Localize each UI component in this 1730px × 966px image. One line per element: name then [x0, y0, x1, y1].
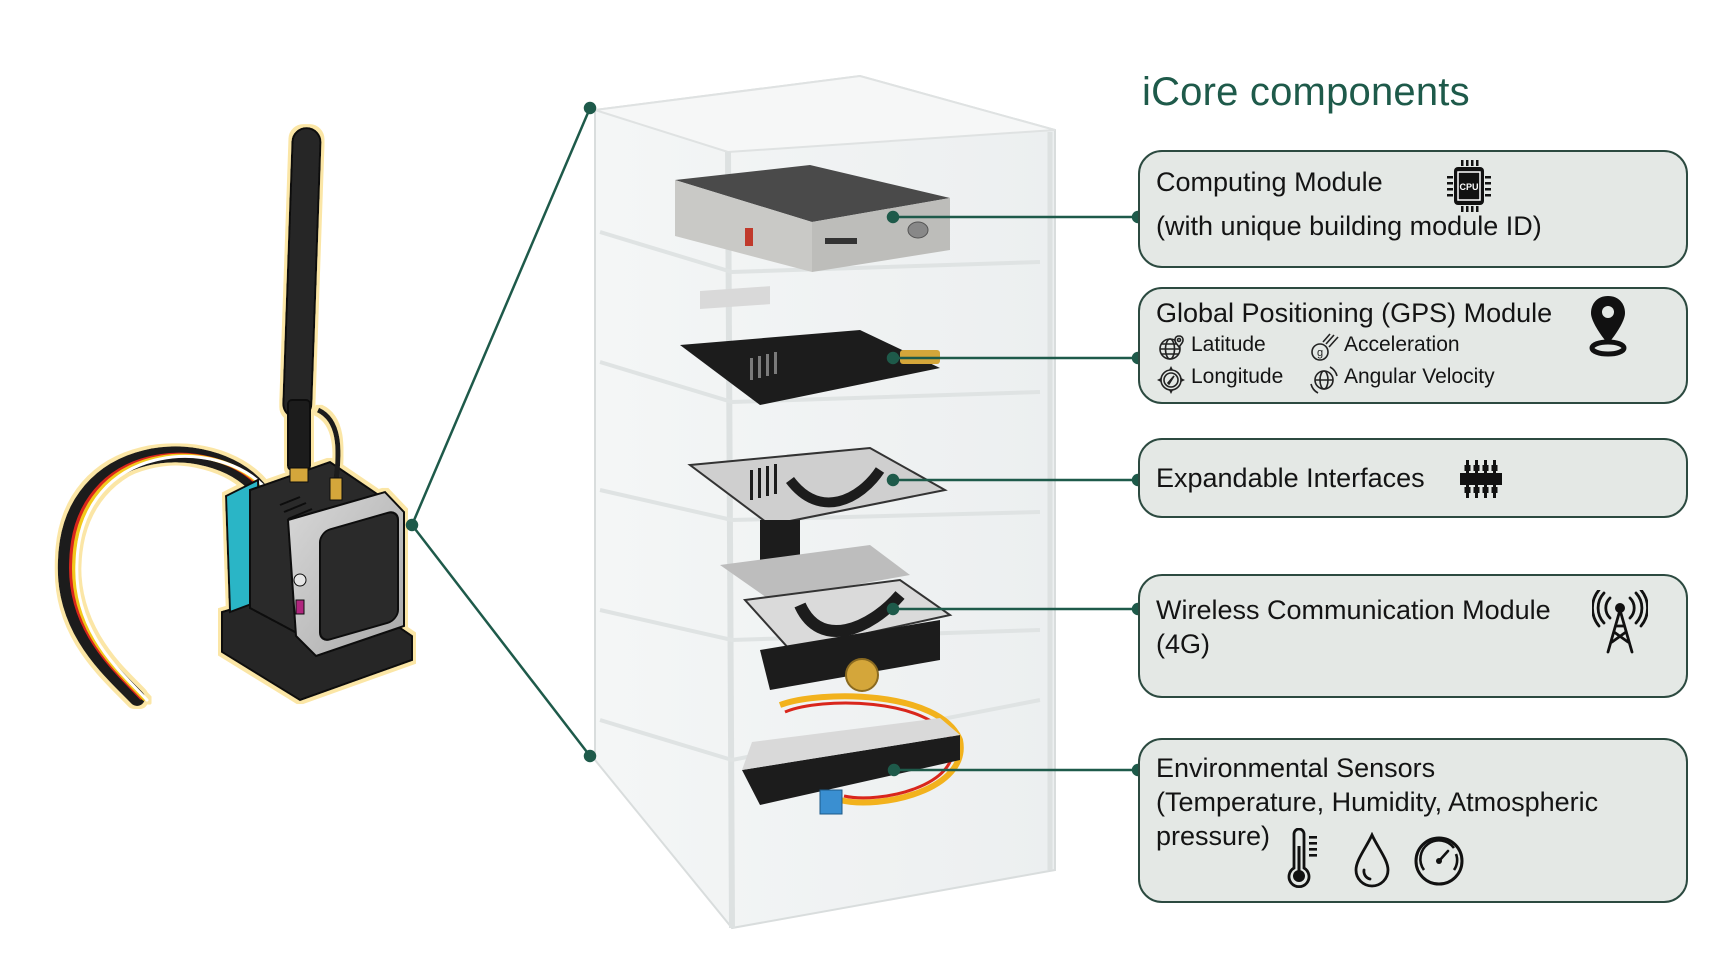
tower-environmental-board: [742, 693, 964, 815]
card-title: Expandable Interfaces: [1156, 463, 1425, 493]
tower-wireless-board: [720, 545, 953, 692]
panel-title: iCore components: [1142, 70, 1470, 114]
tower-gps-board: [680, 286, 940, 405]
compass-icon: [1157, 366, 1185, 394]
card-subtitle: (4G): [1156, 629, 1210, 659]
svg-text:CPU: CPU: [1459, 182, 1478, 192]
svg-text:g: g: [1317, 347, 1323, 359]
card-title: Computing Module: [1156, 167, 1383, 197]
location-pin-icon: [1589, 296, 1627, 357]
card-title: Environmental Sensors: [1156, 753, 1436, 783]
card-title: Global Positioning (GPS) Module: [1156, 298, 1553, 328]
card-expandable-interfaces: Expandable Interfaces: [1138, 438, 1688, 518]
card-subtitle: (with unique building module ID): [1156, 211, 1542, 241]
metric-label: Acceleration: [1344, 333, 1460, 356]
card-subtitle: (Temperature, Humidity, Atmospheric: [1156, 787, 1599, 817]
antenna: [282, 127, 343, 501]
metric-label: Longitude: [1191, 365, 1284, 388]
water-drop-icon: [1354, 832, 1390, 888]
tower-bottom-dot: [583, 749, 597, 763]
tower-expandable-board: [687, 446, 948, 560]
card-computing-module: Computing Module (with unique building m…: [1138, 150, 1688, 268]
acrylic-tower: [594, 74, 1056, 930]
front-panel: [319, 511, 399, 641]
cpu-chip-icon: CPU: [1447, 160, 1491, 212]
device-anchor-dot: [405, 518, 419, 532]
card-environmental-sensors: Environmental Sensors (Temperature, Humi…: [1138, 738, 1688, 903]
card-title: Wireless Communication Module: [1156, 595, 1551, 625]
globe-pin-icon: [1159, 335, 1184, 360]
metric-label: Angular Velocity: [1344, 365, 1495, 388]
thermometer-icon: [1287, 828, 1317, 889]
tower-top-dot: [583, 101, 597, 115]
g-force-icon: g: [1311, 333, 1339, 361]
metric-label: Latitude: [1191, 333, 1266, 356]
pin-header-icon: [1460, 460, 1502, 498]
pressure-gauge-icon: [1414, 836, 1464, 886]
cell-tower-icon: [1592, 590, 1648, 654]
card-wireless-module: Wireless Communication Module (4G): [1138, 574, 1688, 698]
cable-harness: [57, 446, 269, 706]
assembled-device: [57, 127, 413, 706]
rotating-globe-icon: [1310, 366, 1338, 394]
card-gps-module: Global Positioning (GPS) Module Latitude: [1138, 287, 1688, 404]
card-subtitle-cont: pressure): [1156, 821, 1271, 851]
